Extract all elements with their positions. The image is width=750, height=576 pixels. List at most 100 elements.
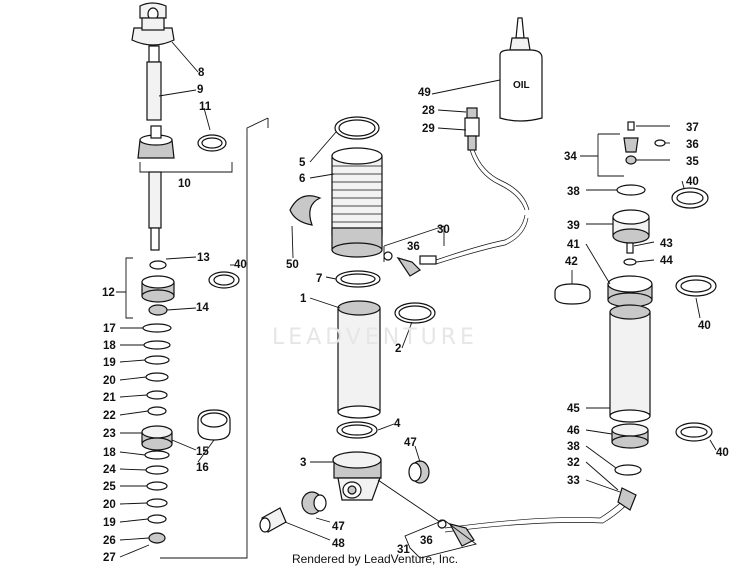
callout-24: 24 — [103, 464, 116, 476]
callout-16: 16 — [196, 462, 209, 474]
callout-7: 7 — [316, 273, 322, 285]
eye-mount — [131, 2, 175, 46]
callout-18-a: 18 — [103, 340, 116, 352]
bearing-cap — [137, 125, 175, 159]
callout-29: 29 — [422, 123, 435, 135]
oil-label: OIL — [513, 80, 530, 91]
callout-28: 28 — [422, 105, 435, 117]
oring-36a — [383, 251, 393, 261]
split-ring-16 — [197, 409, 231, 441]
callout-12: 12 — [102, 287, 115, 299]
shaft-upper — [146, 45, 162, 121]
callout-40-c: 40 — [698, 320, 711, 332]
callout-47-a: 47 — [404, 437, 417, 449]
fitting-28-29 — [464, 107, 480, 151]
callout-33: 33 — [567, 475, 580, 487]
callout-22: 22 — [103, 410, 116, 422]
callout-8: 8 — [198, 67, 205, 79]
callout-20-b: 20 — [103, 499, 116, 511]
leader-lines — [116, 41, 717, 559]
watermark: LEADVENTURE — [272, 325, 478, 350]
callout-10: 10 — [178, 178, 191, 190]
callout-40-d: 40 — [716, 447, 729, 459]
valve-34 — [623, 121, 666, 165]
callout-19-a: 19 — [103, 357, 116, 369]
callout-31: 31 — [397, 544, 410, 556]
callout-47-b: 47 — [332, 521, 345, 533]
callout-2: 2 — [395, 343, 401, 355]
ring-44 — [623, 258, 637, 266]
fitting-30 — [396, 255, 437, 277]
callout-48: 48 — [332, 538, 345, 550]
callout-41: 41 — [567, 239, 580, 251]
cap-46 — [611, 423, 649, 449]
callout-21: 21 — [103, 392, 116, 404]
callout-19-b: 19 — [103, 517, 116, 529]
callout-50: 50 — [286, 259, 299, 271]
callout-49: 49 — [418, 87, 431, 99]
callout-43: 43 — [660, 238, 673, 250]
callout-11: 11 — [199, 101, 212, 113]
nut-14 — [148, 304, 168, 316]
oil-bottle-49 — [499, 17, 543, 122]
callout-45: 45 — [567, 403, 580, 415]
reservoir-1 — [337, 300, 381, 419]
reservoir-45 — [609, 304, 651, 423]
hose-upper — [435, 214, 526, 261]
callout-34: 34 — [564, 151, 577, 163]
lower-mount-3 — [332, 451, 382, 501]
callout-32: 32 — [567, 457, 580, 469]
shim-stack-lower — [144, 450, 170, 544]
callout-27: 27 — [103, 552, 116, 564]
callout-3: 3 — [300, 457, 306, 469]
washer-13 — [149, 260, 167, 270]
callout-44: 44 — [660, 255, 673, 267]
wrench-50 — [289, 195, 322, 226]
callout-labels: OIL 8 9 11 10 13 40 12 14 17 18 19 20 21… — [102, 67, 729, 564]
callout-17: 17 — [103, 323, 116, 335]
callout-13: 13 — [197, 252, 210, 264]
fitting-33 — [617, 487, 637, 511]
callout-9: 9 — [197, 84, 203, 96]
piston-41 — [607, 275, 653, 308]
callout-35: 35 — [686, 156, 699, 168]
callout-40-b: 40 — [686, 176, 699, 188]
ring-38a — [616, 184, 646, 196]
footer-credit: Rendered by LeadVenture, Inc. — [291, 552, 459, 566]
callout-4: 4 — [394, 418, 401, 430]
callout-15: 15 — [196, 446, 209, 458]
fitting-31 — [437, 519, 475, 547]
ring-38b — [614, 464, 642, 476]
callout-30: 30 — [437, 224, 450, 236]
callout-6: 6 — [299, 173, 305, 185]
sleeve-48 — [259, 507, 287, 533]
callout-46: 46 — [567, 425, 580, 437]
cap-39 — [612, 209, 650, 244]
callout-18-b: 18 — [103, 447, 116, 459]
bushing-47a — [408, 460, 430, 484]
callout-23: 23 — [103, 428, 116, 440]
callout-36-b: 36 — [420, 535, 433, 547]
callout-37: 37 — [686, 122, 699, 134]
callout-36-c: 36 — [686, 139, 699, 151]
callout-26: 26 — [103, 535, 116, 547]
callout-25: 25 — [103, 481, 116, 493]
callout-40-a: 40 — [234, 259, 247, 271]
shaft-lower — [148, 171, 162, 251]
screw-43 — [626, 242, 634, 254]
bushing-47b — [301, 491, 327, 515]
assembly-bracket-left — [160, 117, 269, 559]
callout-39: 39 — [567, 220, 580, 232]
callout-36-a: 36 — [407, 241, 420, 253]
split-ring-42 — [554, 283, 591, 305]
threaded-body-6 — [331, 147, 383, 258]
callout-1: 1 — [300, 293, 307, 305]
piston-12 — [141, 275, 175, 303]
callout-14: 14 — [196, 302, 209, 314]
callout-20-a: 20 — [103, 375, 116, 387]
piston-15 — [141, 425, 173, 451]
callout-38-b: 38 — [567, 441, 580, 453]
callout-5: 5 — [299, 157, 306, 169]
callout-38-a: 38 — [567, 186, 580, 198]
